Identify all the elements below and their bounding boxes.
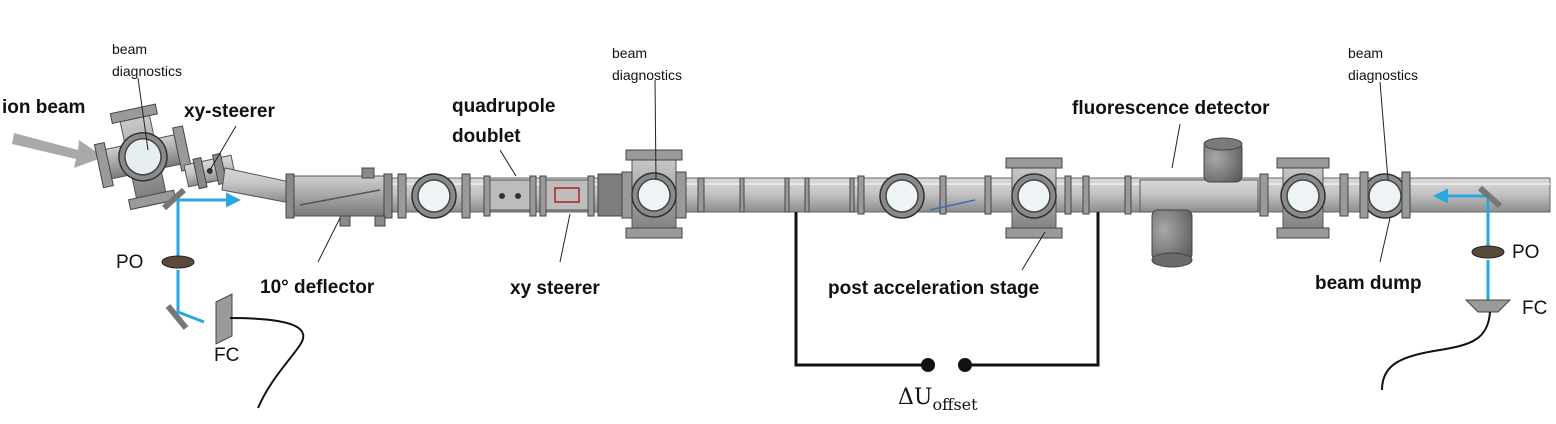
po-right-icon: [1471, 245, 1505, 259]
viewport-1: [411, 173, 457, 219]
mirror-left-top: [161, 187, 187, 211]
delta-u-subscript: offset: [932, 395, 978, 414]
delta-u-offset-label: ΔUoffset: [898, 385, 978, 414]
po-right-label: PO: [1512, 242, 1540, 263]
fc-right-icon: [1464, 299, 1512, 313]
fc-right-label: FC: [1522, 298, 1548, 319]
beam-diagnostics-left-chamber: [93, 103, 193, 211]
fiber-right-icon: [1381, 311, 1491, 391]
fiber-left-icon: [229, 317, 305, 409]
beam-diag-right-line1: beam: [1348, 45, 1384, 61]
beam-diag-right-line2: diagnostics: [1348, 67, 1419, 83]
beam-diag-left-line1: beam: [112, 41, 148, 57]
deflector-tank: [285, 167, 393, 227]
beam-diag-mid-line1: beam: [612, 45, 648, 61]
quadrupole-label-line2: doublet: [452, 126, 521, 147]
mirror-left-bottom: [165, 304, 189, 330]
mirror-right-top: [1477, 185, 1503, 209]
quadrupole-doublet: [489, 179, 589, 211]
pipe-flanges: [397, 173, 1349, 219]
deflector-label: 10° deflector: [260, 277, 375, 298]
beam-diagnostics-mid-chamber: [597, 149, 687, 239]
beam-dump-label: beam dump: [1315, 273, 1422, 294]
beam-diag-left-line2: diagnostics: [112, 63, 183, 79]
quadrupole-label-line1: quadrupole: [452, 96, 556, 117]
beam-diag-mid-line2: diagnostics: [612, 67, 683, 83]
terminal-right: [958, 358, 972, 372]
voltage-circuit: [794, 212, 1100, 367]
fluorescence-detector: [1139, 137, 1259, 268]
laser-path-left: [176, 192, 241, 324]
po-left-label: PO: [116, 252, 144, 273]
xy-steerer-top-label: xy-steerer: [184, 101, 275, 122]
laser-path-right: [1433, 188, 1490, 300]
xy-steerer-bottom-label: xy steerer: [510, 278, 600, 299]
fluorescence-detector-label: fluorescence detector: [1072, 98, 1270, 119]
ion-beam-arrow-icon: [12, 133, 104, 168]
right-chambers: [1276, 157, 1411, 239]
fc-left-icon: [215, 293, 233, 345]
post-acceleration-chamber: [879, 157, 1063, 239]
angled-pipe: [221, 167, 291, 204]
post-acceleration-label: post acceleration stage: [828, 278, 1040, 299]
po-left-icon: [161, 255, 195, 269]
ion-beam-label: ion beam: [2, 97, 86, 118]
delta-u-main: ΔU: [898, 385, 933, 410]
leader-lines: [137, 77, 1391, 271]
fc-left-label: FC: [214, 345, 240, 366]
terminal-left: [921, 358, 935, 372]
